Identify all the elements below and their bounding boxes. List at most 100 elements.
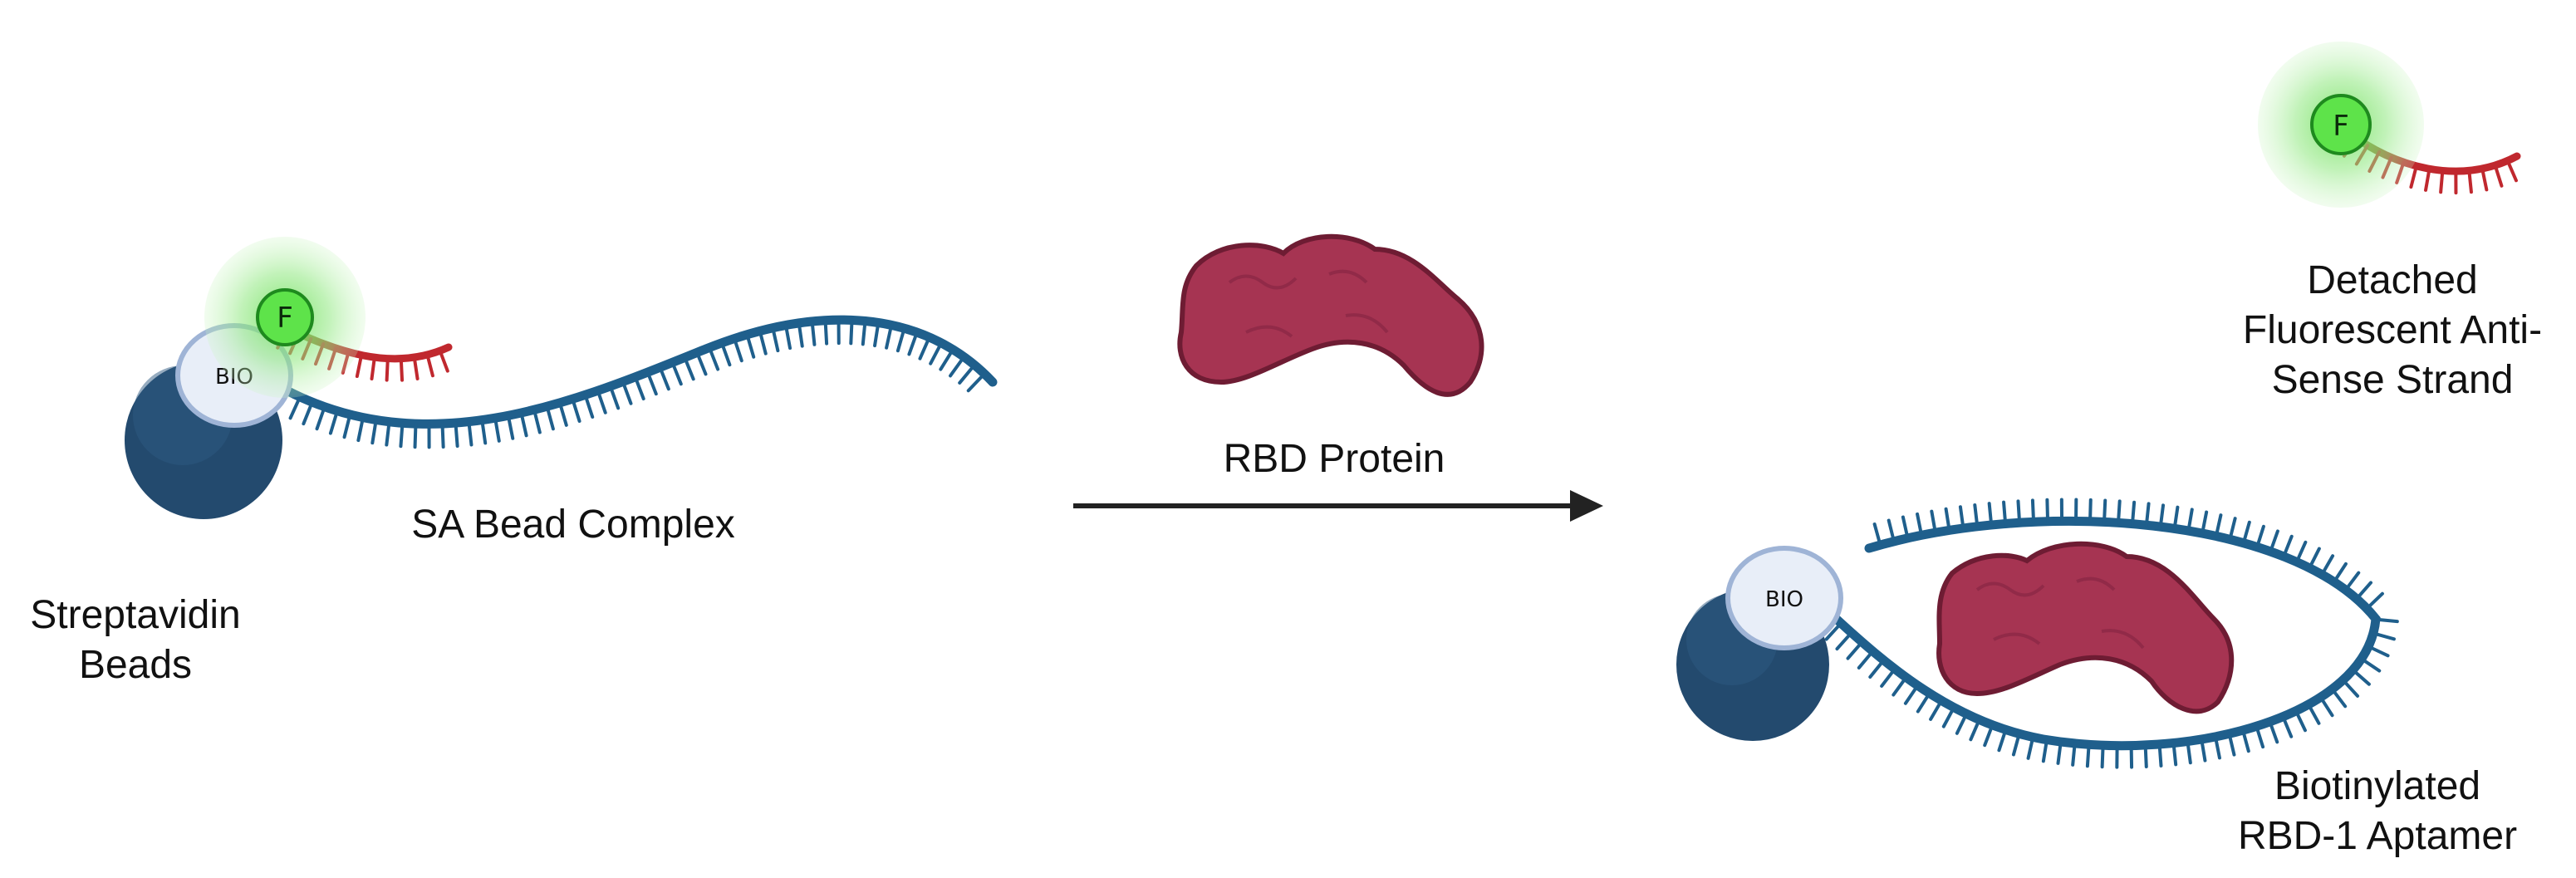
fluorophore-right-label: F <box>2333 110 2349 143</box>
base-tick <box>683 356 695 381</box>
base-tick <box>1880 667 1896 688</box>
rbd-protein-label: RBD Protein <box>1224 437 1445 481</box>
base-tick <box>413 422 418 449</box>
base-tick <box>2002 500 2008 526</box>
base-tick <box>2130 500 2137 526</box>
base-tick <box>1973 503 1980 528</box>
streptavidin-label-line2: Beads <box>79 643 192 687</box>
base-tick <box>399 421 405 449</box>
base-tick <box>2409 164 2418 189</box>
base-tick <box>929 341 944 365</box>
base-tick <box>583 393 595 419</box>
biotin-tag-right-label: BIO <box>1765 587 1803 612</box>
base-tick <box>2306 703 2321 725</box>
fluorophore-left-label: F <box>277 302 293 335</box>
base-tick <box>1916 512 1924 537</box>
aptamer-strand <box>1827 517 2381 751</box>
base-tick <box>2171 741 2178 767</box>
rbd-protein-blob <box>1177 233 1484 397</box>
base-tick <box>2143 743 2148 768</box>
base-tick <box>771 326 780 353</box>
base-tick <box>385 356 390 382</box>
base-tick <box>1944 507 1951 532</box>
base-tick <box>557 400 568 427</box>
base-tick <box>2214 513 2223 538</box>
base-tick <box>519 410 528 438</box>
base-tick <box>571 397 581 424</box>
base-tick <box>370 356 376 380</box>
base-tick <box>2373 617 2399 624</box>
base-tick <box>958 363 977 385</box>
base-tick <box>2330 687 2348 709</box>
dna-strand-left <box>282 315 998 429</box>
base-tick <box>810 319 817 346</box>
base-tick <box>2343 571 2361 592</box>
base-tick <box>797 321 804 348</box>
base-tick <box>2371 631 2396 641</box>
rbd-protein <box>1177 233 1484 397</box>
base-tick <box>2255 524 2265 549</box>
base-tick <box>2308 547 2321 570</box>
base-tick <box>645 370 658 396</box>
base-tick <box>1987 502 1994 527</box>
aptamer-strand-bases <box>1824 498 2399 769</box>
base-tick <box>1903 684 1920 705</box>
base-tick <box>1887 518 1896 543</box>
base-tick <box>633 375 645 401</box>
base-tick <box>2228 517 2237 542</box>
base-tick <box>2011 732 2021 757</box>
base-tick <box>907 331 919 356</box>
base-tick <box>2085 743 2091 768</box>
base-tick <box>342 413 352 439</box>
base-tick <box>949 355 966 378</box>
base-tick <box>2186 508 2194 533</box>
base-tick <box>1941 705 1956 728</box>
base-tick <box>2365 591 2384 611</box>
base-tick <box>2320 554 2335 576</box>
base-tick <box>2354 581 2372 601</box>
base-tick <box>355 353 364 378</box>
base-tick <box>1868 658 1886 679</box>
base-tick <box>2144 502 2151 527</box>
base-tick <box>2505 159 2518 183</box>
base-tick <box>1997 728 2008 753</box>
base-tick <box>1930 509 1937 535</box>
sa-bead-complex: BIO F <box>125 237 998 519</box>
base-tick <box>2103 498 2107 524</box>
base-tick <box>1958 505 1965 530</box>
base-tick <box>2318 695 2334 718</box>
base-tick <box>608 384 621 410</box>
base-tick <box>2341 678 2360 698</box>
base-tick <box>2158 503 2166 529</box>
base-tick <box>2088 498 2093 523</box>
aptamer-complex: BIO <box>1676 498 2399 769</box>
base-tick <box>758 329 768 356</box>
base-tick <box>2241 728 2250 753</box>
base-tick <box>2157 742 2163 768</box>
base-tick <box>2480 166 2489 192</box>
aptamer-label-line1: Biotinylated <box>2274 764 2480 808</box>
detached-label-line3: Sense Strand <box>2272 358 2514 402</box>
base-tick <box>2294 709 2307 733</box>
base-tick <box>1955 712 1969 735</box>
base-tick <box>2493 163 2504 188</box>
base-tick <box>2294 540 2308 564</box>
base-tick <box>823 318 829 346</box>
base-tick <box>2367 645 2390 658</box>
base-tick <box>966 372 987 393</box>
base-tick <box>438 349 449 373</box>
base-tick <box>328 409 340 435</box>
base-tick <box>596 389 607 414</box>
base-tick <box>2056 740 2063 765</box>
base-tick <box>506 414 515 440</box>
base-tick <box>1929 699 1944 721</box>
base-tick <box>2255 724 2265 749</box>
base-tick <box>2332 562 2348 584</box>
base-tick <box>2439 169 2445 194</box>
base-tick <box>1835 630 1853 651</box>
base-tick <box>1872 522 1882 547</box>
base-tick <box>939 347 955 371</box>
dna-strand-left-bases <box>288 318 987 449</box>
base-tick <box>658 365 670 391</box>
base-tick <box>2268 719 2279 744</box>
